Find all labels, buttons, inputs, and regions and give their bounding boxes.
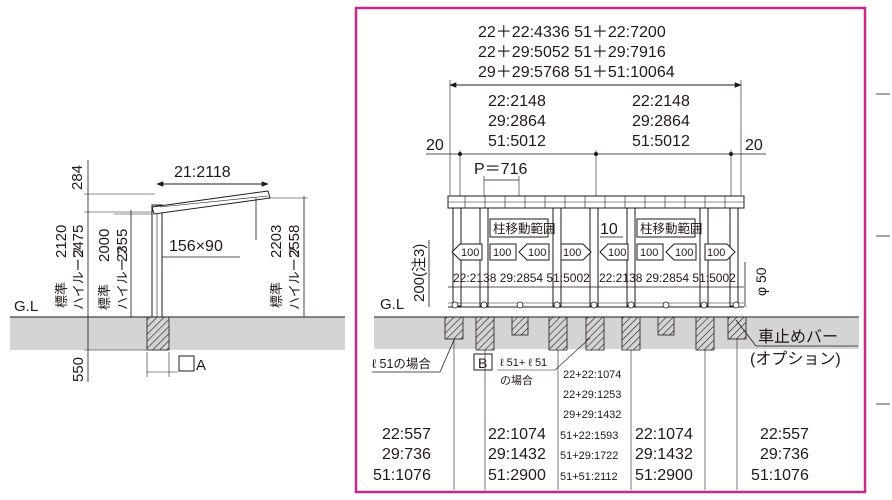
col5-3: 51:1076 [751, 467, 809, 484]
col4-3: 51:2900 [635, 467, 693, 484]
col4-2: 29:1432 [635, 446, 693, 463]
step-4: 100 [563, 247, 581, 259]
center-stack-1: 22+22:1074 [563, 369, 621, 381]
case-51-51-label: ℓ 51+ ℓ 51 [500, 357, 547, 369]
front-view-frame [354, 6, 867, 494]
detail-a-label: A [196, 357, 206, 374]
case-51-51-label-b: の場合 [500, 373, 533, 387]
mid-label-high: ハイルーフ [115, 246, 130, 310]
col5-2: 29:736 [760, 446, 809, 463]
overall-line-2: 22＋29:5052 51＋29:7916 [478, 44, 666, 61]
step-6: 100 [640, 247, 658, 259]
right-height-high: 2558 [286, 225, 303, 258]
case-51-label: ℓ 51の場合 [372, 356, 431, 371]
right-label-high: ハイルーフ [287, 246, 302, 310]
left-label-std: 標準 [54, 282, 69, 308]
step-5: 100 [608, 247, 626, 259]
end-left: 20 [426, 137, 444, 154]
roof [151, 190, 271, 215]
detail-a-box [178, 355, 195, 372]
col2-3: 51:2900 [488, 467, 546, 484]
front-gl-label: G.L [380, 296, 404, 313]
left-span-2: 29:2864 [488, 113, 546, 130]
roof-ribs [464, 196, 726, 208]
col2-2: 29:1432 [488, 446, 546, 463]
overall-line-1: 22＋22:4336 51＋22:7200 [478, 24, 666, 41]
side-view: G.L 21:2118 156×90 284 2120 2475 標準 ハイルー… [10, 160, 345, 382]
foundation-depth: 550 [70, 357, 87, 382]
center-gap-label: 10 [600, 221, 618, 238]
center-stack-3: 29+29:1432 [563, 409, 621, 421]
col5-1: 22:557 [760, 426, 809, 443]
wall-widths-left: 22:2138 29:2854 51:5002 [453, 271, 590, 285]
step-7: 100 [675, 247, 693, 259]
end-right: 20 [745, 137, 763, 154]
mid-height-high: 2355 [114, 229, 131, 262]
front-foundations [444, 316, 747, 351]
col1-2: 29:736 [382, 446, 431, 463]
edge-ticks [876, 93, 890, 405]
post-move-range-left: 柱移動範囲 [493, 221, 556, 236]
pitch-label: P＝716 [474, 161, 527, 178]
left-height-high: 2475 [70, 225, 87, 258]
center-stack-5: 51+29:1722 [560, 450, 618, 462]
overall-line-3: 29＋29:5768 51＋51:10064 [478, 64, 675, 81]
col4-1: 22:1074 [635, 426, 693, 443]
right-span-2: 29:2864 [632, 113, 690, 130]
step-1: 100 [461, 247, 479, 259]
wall-widths-right: 22:2138 29:2854 51:5002 [599, 271, 736, 285]
left-height-std: 2120 [53, 225, 70, 258]
center-stack-2: 22+29:1253 [563, 389, 621, 401]
post-move-range-right: 柱移動範囲 [640, 221, 703, 236]
step-2: 100 [493, 247, 511, 259]
note-height: 200(注3) [411, 244, 428, 302]
car-stopper-label: 車止めバー [758, 328, 838, 346]
right-span-1: 22:2148 [632, 93, 690, 110]
col2-1: 22:1074 [488, 426, 546, 443]
pipe-dia: φ 50 [753, 267, 769, 296]
foundation [146, 316, 170, 351]
center-stack-6: 51+51:2112 [560, 471, 618, 483]
right-span-3: 51:5012 [632, 133, 690, 150]
option-label: (オプション) [750, 350, 841, 368]
left-label-high: ハイルーフ [71, 246, 86, 310]
mid-label-std: 標準 [97, 284, 112, 310]
move-arrows [451, 243, 736, 261]
mid-height-std: 2000 [96, 229, 113, 262]
col1-3: 51:1076 [373, 467, 431, 484]
detail-b-label: B [478, 355, 487, 371]
side-width-dim: 21:2118 [174, 164, 231, 181]
col1-1: 22:557 [382, 426, 431, 443]
post-section-label: 156×90 [169, 238, 223, 255]
front-view: 22＋22:4336 51＋22:7200 22＋29:5052 51＋29:7… [372, 24, 859, 490]
gl-label: G.L [14, 298, 38, 315]
center-stack-4: 51+22:1593 [560, 430, 618, 442]
step-3: 100 [528, 247, 546, 259]
left-span-1: 22:2148 [488, 93, 546, 110]
ground-band [10, 317, 345, 350]
left-span-3: 51:5012 [488, 133, 546, 150]
step-8: 100 [707, 247, 725, 259]
right-height-std: 2203 [268, 225, 285, 258]
right-label-std: 標準 [269, 282, 284, 308]
top-height-dim: 284 [69, 165, 86, 190]
